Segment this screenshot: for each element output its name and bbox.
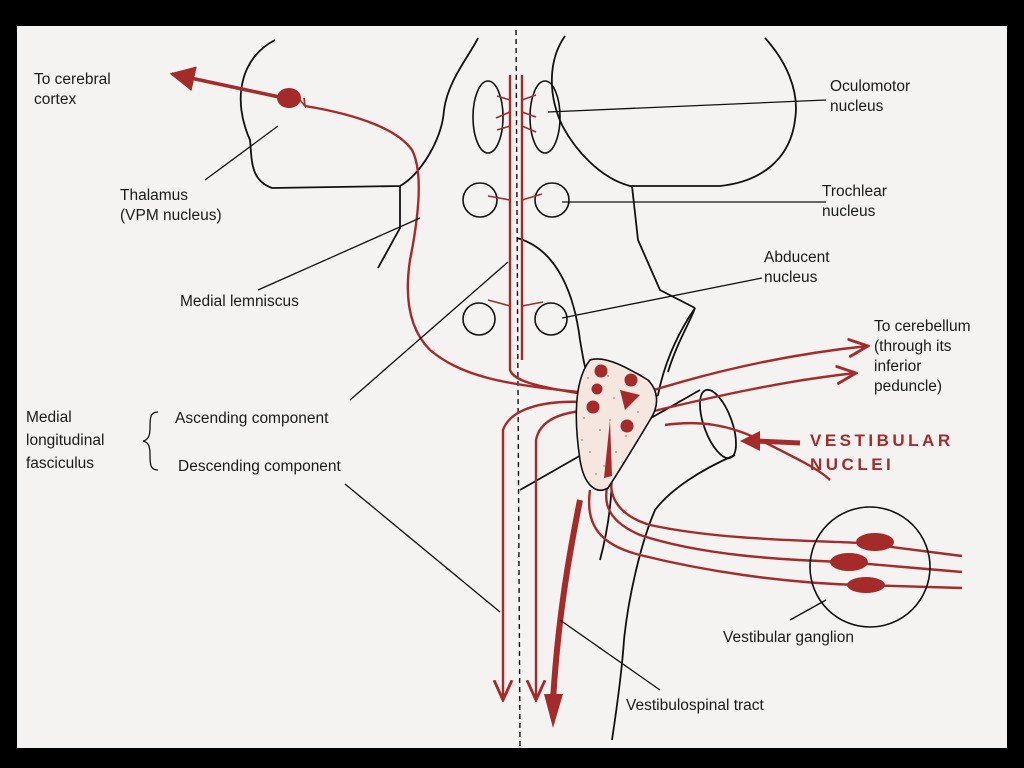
vestibular-nerve-tube-bottom [611,454,736,741]
leader-oculomotor [547,99,827,113]
vpm-neuron [277,88,307,109]
vestibular-nuclei-arrow [740,431,801,451]
vestibular-nuclei-cells [586,364,640,478]
vestibulospinal-arrowhead [544,694,563,728]
trochlear-nucleus-left [462,182,498,218]
vestibular-nuclei-complex [575,358,658,491]
to-cerebellum-fiber-1 [637,346,868,397]
oculomotor-branches [495,94,537,133]
leader-ascending [349,261,509,401]
vestibular-ganglion-outline [809,506,931,628]
vestibular-nerve-cut-end [699,388,737,460]
right-brainstem-edge [631,185,696,309]
vestibular-fiber-2 [604,469,963,574]
diagram-background [17,26,1007,748]
label-ascending-component: Ascending component [175,410,329,427]
label-descending-component: Descending component [178,458,342,475]
medial-lemniscus-tract [304,104,591,395]
peduncle-front [667,307,696,373]
left-brainstem-edge [377,186,401,269]
oculomotor-nucleus-left [472,80,504,154]
label-vestibular-ganglion: Vestibular ganglion [723,629,854,646]
trochlear-branches [487,193,543,201]
leader-abducent [561,277,763,319]
abducent-branches [487,299,544,307]
vestibular-fiber-4 [664,421,831,481]
leader-medial-lemniscus [257,217,421,291]
thalamocortical-arrow [169,66,285,100]
label-vestibulospinal-tract: Vestibulospinal tract [626,697,765,714]
medulla-edge [519,449,591,491]
leader-vestibulospinal [559,619,661,691]
red-pathways [169,66,963,700]
midline [515,29,521,749]
mlf-brace [142,411,159,471]
left-thalamus-outline [239,37,479,189]
mlf-descending-left [503,400,585,700]
right-thalamus-outline [550,35,797,187]
vestibulospinal-tract [544,499,583,728]
vestibular-fiber-3 [587,489,963,590]
leader-lines [142,99,827,691]
oculomotor-nucleus-right [529,80,561,154]
leader-thalamus [204,125,279,181]
leader-descending [344,483,501,613]
mlf-ascending-left [508,75,591,397]
abducent-nucleus-left [462,302,496,336]
brainstem-outline [239,35,797,741]
label-medial-lemniscus: Medial lemniscus [180,293,299,310]
abducent-nucleus-right [534,302,568,336]
vestibular-ganglion [809,506,931,628]
peduncle-tube [609,307,696,471]
trochlear-nucleus-right [534,182,570,218]
to-cerebellum-fiber-2 [649,373,856,414]
cranial-nerve-nuclei [462,80,570,336]
label-thalamus: Thalamus(VPM nucleus) [120,187,222,224]
leader-ganglion [789,599,827,621]
